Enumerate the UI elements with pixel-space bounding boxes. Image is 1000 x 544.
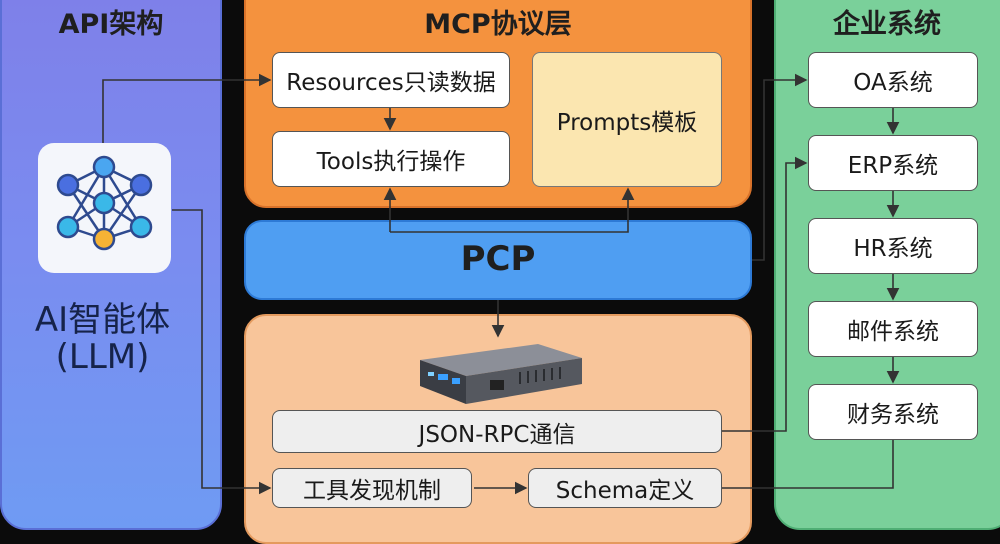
json-rpc-box: JSON-RPC通信	[272, 410, 722, 453]
mcp-protocol-title: MCP协议层	[424, 9, 572, 40]
prompts-box: Prompts模板	[532, 52, 722, 187]
tool-discovery-box: 工具发现机制	[272, 468, 472, 508]
resources-box: Resources只读数据	[272, 52, 510, 108]
system-erp: ERP系统	[808, 135, 978, 191]
enterprise-systems-title: 企业系统	[833, 9, 941, 40]
ai-agent-label: AI智能体	[34, 300, 171, 340]
api-architecture-title: API架构	[58, 9, 164, 40]
tools-box: Tools执行操作	[272, 131, 510, 187]
system-hr: HR系统	[808, 218, 978, 274]
ai-agent-sublabel: (LLM)	[55, 337, 150, 377]
schema-box: Schema定义	[528, 468, 722, 508]
network-device-icon	[410, 338, 590, 410]
neural-network-icon	[38, 143, 171, 273]
system-finance: 财务系统	[808, 384, 978, 440]
system-oa: OA系统	[808, 52, 978, 108]
pcp-title: PCP	[460, 239, 536, 279]
system-email: 邮件系统	[808, 301, 978, 357]
